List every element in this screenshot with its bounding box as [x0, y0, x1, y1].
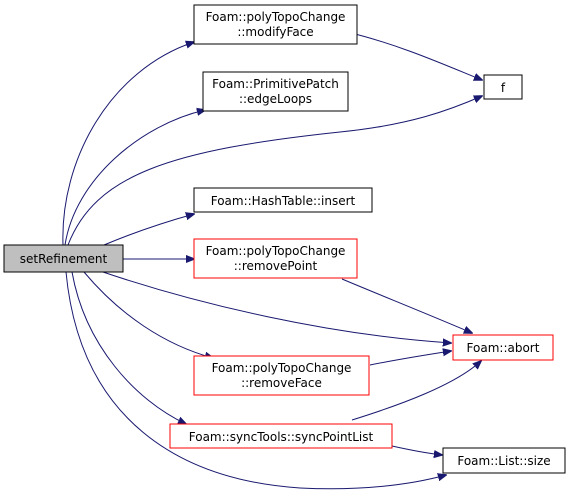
node-hashtable-insert-label: Foam::HashTable::insert: [211, 194, 356, 208]
node-f[interactable]: f: [483, 74, 523, 100]
node-f-label: f: [501, 81, 506, 95]
edge-setrefinement-to-insert: [103, 214, 194, 246]
node-removeface-line2: ::removeFace: [241, 376, 322, 390]
node-hashtable-insert[interactable]: Foam::HashTable::insert: [193, 187, 373, 213]
node-modifyface-line1: Foam::polyTopoChange: [206, 10, 346, 24]
node-removepoint-line2: ::removePoint: [234, 259, 318, 273]
node-modifyface-line2: ::modifyFace: [237, 25, 313, 39]
node-list-size[interactable]: Foam::List::size: [442, 447, 566, 474]
node-removeface[interactable]: Foam::polyTopoChange ::removeFace: [193, 355, 370, 396]
edge-setrefinement-to-edgeloops: [64, 110, 205, 246]
node-removepoint[interactable]: Foam::polyTopoChange ::removePoint: [193, 238, 358, 279]
node-setrefinement[interactable]: setRefinement: [3, 244, 124, 273]
node-edgeloops[interactable]: Foam::PrimitivePatch ::edgeLoops: [202, 71, 349, 112]
edge-removeface-to-abort: [369, 351, 451, 366]
node-abort[interactable]: Foam::abort: [452, 334, 554, 361]
node-syncpointlist-label: Foam::syncTools::syncPointList: [189, 430, 374, 444]
edge-setrefinement-to-syncpointlist: [71, 271, 186, 424]
edge-setrefinement-to-listsize: [65, 271, 446, 490]
edge-syncpointlist-to-listsize: [391, 445, 442, 455]
node-list-size-label: Foam::List::size: [457, 454, 550, 468]
node-abort-label: Foam::abort: [467, 341, 540, 355]
node-removeface-line1: Foam::polyTopoChange: [212, 361, 352, 375]
node-removepoint-line1: Foam::polyTopoChange: [206, 244, 346, 258]
edge-setrefinement-to-abort: [99, 270, 451, 343]
node-edgeloops-line2: ::edgeLoops: [239, 92, 312, 106]
edge-removepoint-to-abort: [341, 278, 472, 333]
node-edgeloops-line1: Foam::PrimitivePatch: [212, 77, 339, 91]
edge-syncpointlist-to-abort: [351, 361, 481, 421]
node-modifyface[interactable]: Foam::polyTopoChange ::modifyFace: [193, 4, 358, 45]
edge-setrefinement-to-f: [67, 96, 482, 246]
edges: [62, 32, 482, 490]
node-setrefinement-label: setRefinement: [20, 252, 108, 266]
edge-modifyface-to-f: [350, 32, 482, 80]
edge-setrefinement-to-removeface: [83, 271, 213, 358]
node-syncpointlist[interactable]: Foam::syncTools::syncPointList: [169, 423, 393, 449]
edge-setrefinement-to-modifyface: [62, 42, 194, 246]
